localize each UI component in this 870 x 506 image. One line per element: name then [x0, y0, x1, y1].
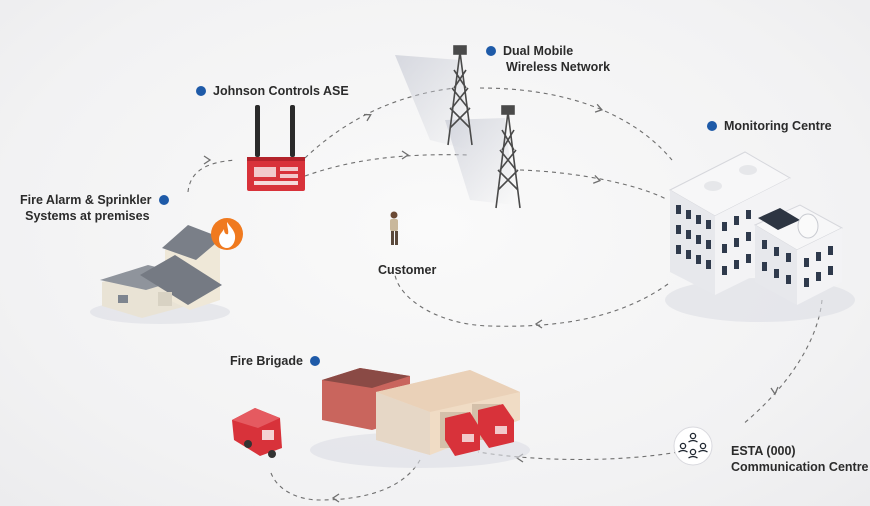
label-ase-text: Johnson Controls ASE	[213, 84, 349, 98]
label-premises: Fire Alarm & Sprinkler Systems at premis…	[20, 192, 169, 224]
label-premises-line2: Systems at premises	[25, 209, 150, 223]
connector-network-to-monitoring-lower	[519, 169, 669, 201]
label-customer: Customer	[378, 262, 436, 278]
customer-figure	[390, 211, 398, 245]
station-truck-1	[445, 412, 480, 456]
label-monitoring-text: Monitoring Centre	[724, 119, 832, 133]
cell-tower-right	[495, 105, 521, 209]
label-esta-line1: ESTA (000)	[731, 444, 796, 458]
marker-dot-icon	[486, 46, 496, 56]
fire-icon	[211, 218, 243, 250]
label-network-line2: Wireless Network	[506, 60, 611, 74]
label-network: Dual Mobile Wireless Network	[486, 43, 610, 75]
marker-dot-icon	[158, 195, 169, 205]
connector-monitoring-to-esta	[741, 299, 823, 426]
connector-network-to-monitoring-upper	[479, 87, 673, 161]
label-esta: ESTA (000) Communication Centre	[731, 443, 869, 475]
ase-device	[247, 105, 305, 191]
marker-dot-icon	[196, 86, 206, 96]
label-brigade: Fire Brigade	[230, 353, 320, 369]
marker-dot-icon	[707, 121, 717, 131]
premises-house	[100, 225, 222, 318]
label-ase: Johnson Controls ASE	[196, 83, 349, 99]
connector-premises-to-ase	[187, 159, 237, 193]
label-premises-line1: Fire Alarm & Sprinkler	[20, 193, 152, 207]
fire-truck	[232, 408, 282, 458]
label-brigade-text: Fire Brigade	[230, 354, 303, 368]
label-customer-text: Customer	[378, 263, 437, 277]
connector-brigade-to-truck	[269, 459, 421, 501]
connector-ase-to-network-lower	[304, 154, 471, 177]
label-monitoring: Monitoring Centre	[707, 118, 832, 134]
people-circle-icon	[673, 426, 713, 466]
label-esta-line2: Communication Centre	[731, 460, 869, 474]
fire-station	[322, 368, 520, 456]
station-truck-2	[478, 404, 514, 448]
marker-dot-icon	[309, 356, 320, 366]
label-network-line1: Dual Mobile	[503, 44, 574, 58]
cell-tower-left	[447, 45, 473, 146]
connector-monitoring-to-customer	[394, 274, 669, 327]
monitoring-building	[668, 151, 844, 305]
